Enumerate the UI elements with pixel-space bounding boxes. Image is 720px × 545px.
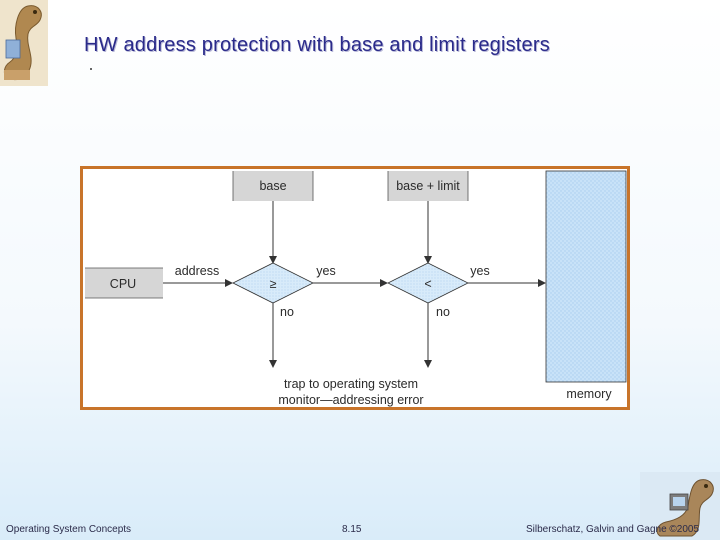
yes-label-2: yes [470,264,489,278]
cpu-label: CPU [110,277,136,291]
yes-label-1: yes [316,264,335,278]
trap-text-line1: trap to operating system [284,377,418,391]
no-label-2: no [436,305,450,319]
footer-left: Operating System Concepts [6,524,132,535]
diagram-frame [80,166,630,410]
cpu-box [85,268,163,298]
stray-dot [90,68,92,70]
no-label-1: no [280,305,294,319]
dinosaur-logo-top [0,0,48,86]
base-register-label: base [259,179,286,193]
dinosaur-logo-bottom [640,472,720,540]
trap-text-line2: monitor—addressing error [278,393,423,407]
footer-page-number: 8.15 [342,524,362,535]
address-label: address [175,264,219,278]
limit-register-label: base + limit [396,179,460,193]
limit-register [388,171,468,201]
compare-ge-symbol: ≥ [270,277,277,291]
address-protection-diagram: memory base base + limit CPU address yes… [80,166,630,410]
compare-lt-symbol: < [424,277,431,291]
memory-label: memory [566,387,612,401]
footer-copyright: Silberschatz, Galvin and Gagne ©2005 [526,524,700,535]
memory-block [545,170,627,383]
base-register [233,171,313,201]
slide-title: HW address protection with base and limi… [84,34,550,56]
